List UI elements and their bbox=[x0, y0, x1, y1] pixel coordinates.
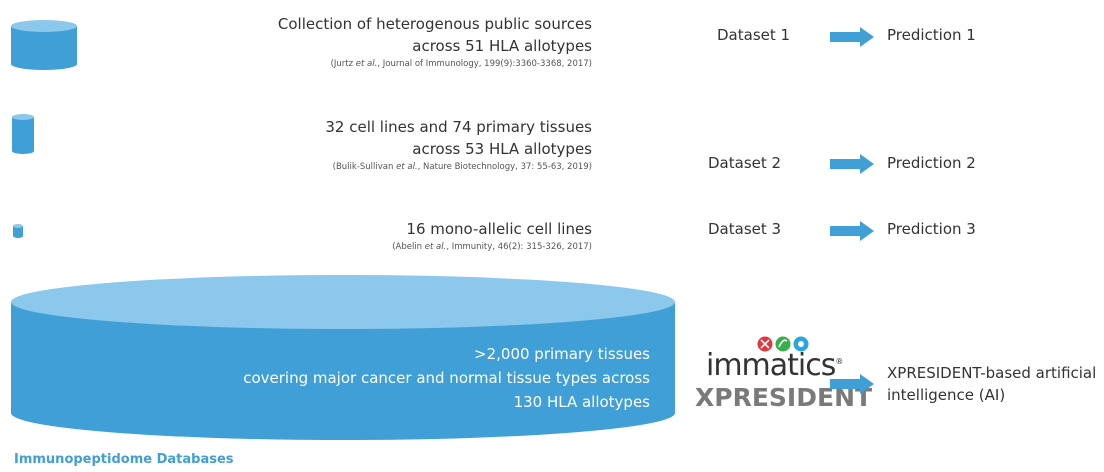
dataset-1-citation: (Jurtz et al., Journal of Immunology, 19… bbox=[330, 59, 592, 69]
big-database-line3: 130 HLA allotypes bbox=[513, 393, 650, 411]
immunopeptidome-database-cylinder-icon bbox=[11, 275, 675, 440]
dataset-3-description-line1: 16 mono-allelic cell lines bbox=[406, 220, 592, 238]
dataset-2-description: 32 cell lines and 74 primary tissues acr… bbox=[32, 116, 592, 174]
database-2-cylinder-icon bbox=[12, 114, 34, 154]
dataset-3-description: 16 mono-allelic cell lines (Abelin et al… bbox=[32, 218, 592, 254]
big-database-line1: >2,000 primary tissues bbox=[474, 345, 650, 363]
immatics-logo-dots-icon bbox=[757, 336, 809, 352]
database-1-cylinder-icon bbox=[11, 20, 77, 70]
big-database-line2: covering major cancer and normal tissue … bbox=[243, 369, 650, 387]
dataset-2-label: Dataset 2 bbox=[708, 154, 782, 172]
dataset-3-citation: (Abelin et al., Immunity, 46(2): 315-326… bbox=[392, 242, 592, 252]
dataset-2-description-line2: across 53 HLA allotypes bbox=[412, 140, 592, 158]
arrow-right-icon bbox=[830, 154, 874, 174]
prediction-2-label: Prediction 2 bbox=[887, 154, 976, 172]
dataset-1-description-line1: Collection of heterogenous public source… bbox=[277, 15, 592, 33]
dataset-1-label: Dataset 1 bbox=[717, 26, 791, 44]
arrow-right-icon bbox=[830, 374, 874, 394]
footer-caption: Immunopeptidome Databases bbox=[14, 452, 234, 467]
ai-prediction-label: XPRESIDENT-based artificial intelligence… bbox=[887, 362, 1096, 406]
prediction-3-label: Prediction 3 bbox=[887, 220, 976, 238]
ai-prediction-line1: XPRESIDENT-based artificial bbox=[887, 364, 1097, 382]
immatics-logo-text: immatics® bbox=[706, 348, 843, 383]
dataset-1-description-line2: across 51 HLA allotypes bbox=[412, 37, 592, 55]
dataset-2-description-line1: 32 cell lines and 74 primary tissues bbox=[325, 118, 592, 136]
ai-prediction-line2: intelligence (AI) bbox=[887, 386, 1006, 404]
big-database-description: >2,000 primary tissues covering major ca… bbox=[90, 342, 650, 414]
arrow-right-icon bbox=[830, 221, 874, 241]
dataset-3-label: Dataset 3 bbox=[708, 220, 782, 238]
prediction-1-label: Prediction 1 bbox=[887, 26, 976, 44]
dataset-1-description: Collection of heterogenous public source… bbox=[32, 13, 592, 71]
dataset-2-citation: (Bulik-Sullivan et al., Nature Biotechno… bbox=[332, 162, 592, 172]
arrow-right-icon bbox=[830, 27, 874, 47]
database-3-cylinder-icon bbox=[13, 224, 23, 238]
